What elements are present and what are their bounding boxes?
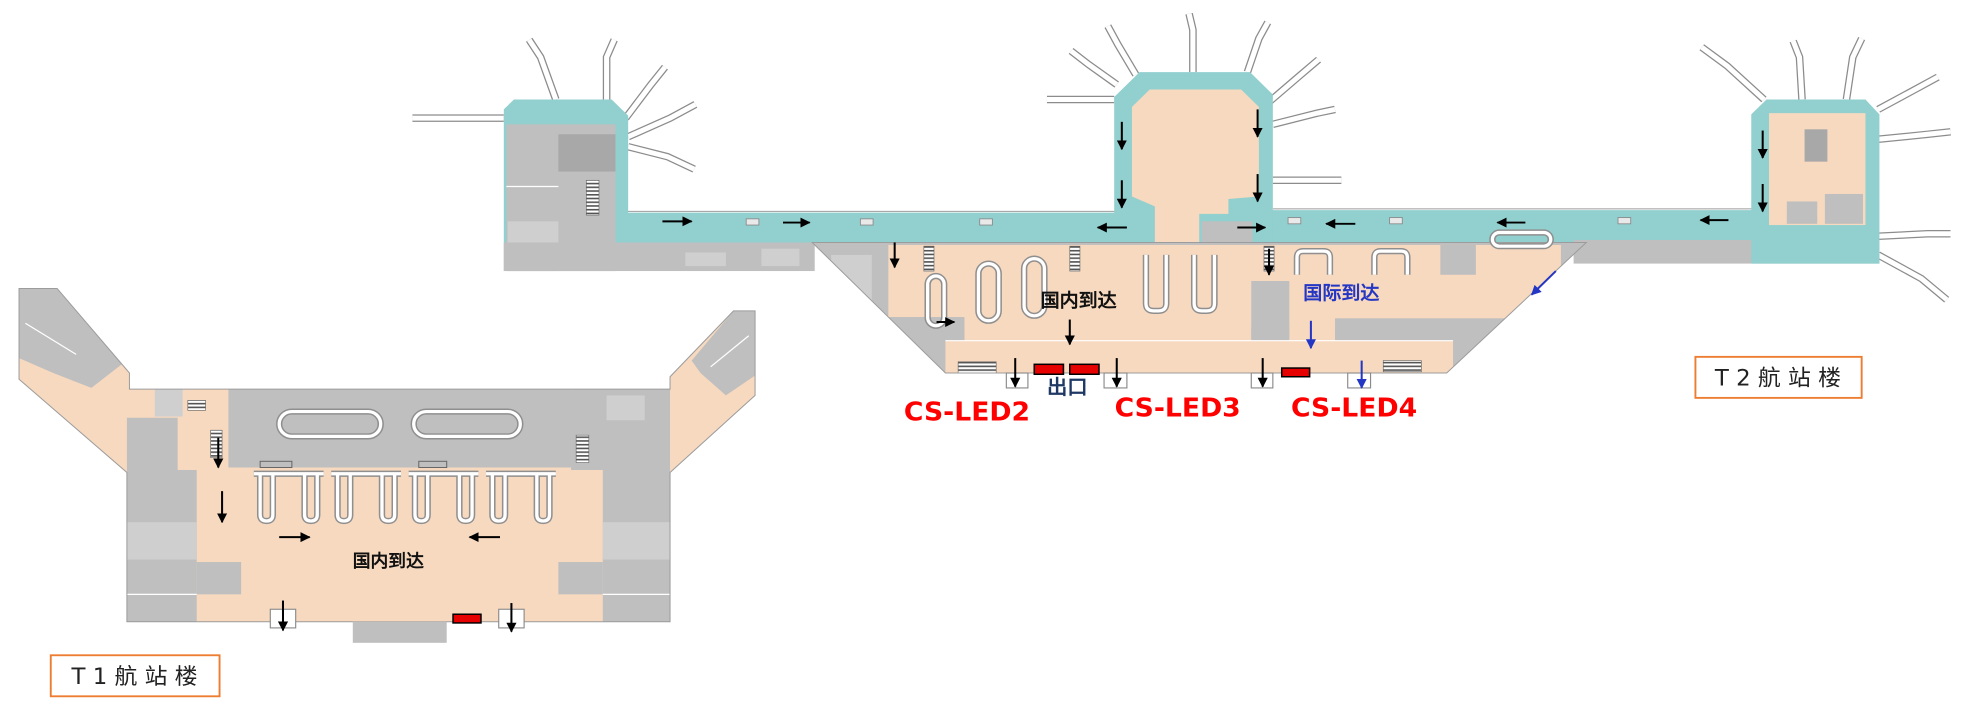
t2-exit-stairs <box>957 361 997 374</box>
t1-counter <box>418 460 448 469</box>
t2-hall-block <box>1335 318 1526 339</box>
t2-east-pier-room <box>1786 201 1818 224</box>
screen-label-cs-led2: CS-LED2 <box>904 398 1030 428</box>
t1-service-room <box>126 522 197 560</box>
t1-service-block <box>196 562 242 595</box>
t2-terminal-label-box <box>1694 355 1863 399</box>
led-screen-icon-cs-led3-a <box>1069 363 1100 376</box>
t2-gate-door <box>1617 217 1632 225</box>
led-screen-icon-cs-led2-a <box>1033 363 1065 376</box>
t2-west-escalator <box>585 179 600 216</box>
t1-domestic-arrival-label: 国内到达 <box>353 551 424 572</box>
t1-counter <box>259 460 293 469</box>
terminal-2: 国内到达 国际到达 出口 CS-LED2 CS-LED3 CS-LED4 T 2… <box>412 14 1950 428</box>
t2-exit-stairs <box>1382 360 1422 373</box>
t1-escalator <box>210 429 223 458</box>
t2-arrival-hall-outline <box>810 241 1588 374</box>
t2-service-room <box>761 248 800 267</box>
t2-west-corridor <box>615 212 1124 244</box>
t2-west-apron-edge <box>625 124 1117 212</box>
t1-service-room <box>154 389 183 417</box>
international-arrow-icon <box>1531 270 1557 296</box>
t1-service-room <box>606 395 645 421</box>
t2-west-pier-room <box>558 134 616 172</box>
t2-exit-door <box>1005 372 1029 389</box>
t1-service-block <box>558 562 603 595</box>
t1-east-wing-block <box>691 310 756 396</box>
t2-escalator <box>923 245 935 272</box>
t1-escalator <box>187 400 206 411</box>
t2-international-arrival-label: 国际到达 <box>1303 282 1379 305</box>
t2-gate-door <box>979 218 993 226</box>
t2-east-pier-room <box>1804 129 1828 162</box>
t2-east-corridor <box>1262 210 1758 243</box>
t2-center-pier-hall <box>1131 89 1259 249</box>
t2-service-room <box>685 252 726 267</box>
t2-hall-room <box>831 254 872 305</box>
t2-hall-passage <box>964 325 1252 342</box>
t1-escalator <box>575 434 590 463</box>
screen-label-cs-led4: CS-LED4 <box>1291 394 1417 424</box>
t2-exit-concourse <box>945 340 1454 374</box>
t2-gate-door <box>1287 217 1302 225</box>
t1-wing-divider <box>710 335 750 368</box>
t2-hall-block <box>1440 244 1476 275</box>
t2-exit-door <box>1103 372 1128 389</box>
t2-gate-door <box>1389 217 1403 225</box>
t1-forecourt-block <box>352 621 447 643</box>
t1-building-outline <box>18 287 756 623</box>
t2-hall-passage <box>1289 325 1336 342</box>
led-screen-icon-t1 <box>452 613 482 624</box>
t2-hall-block <box>1251 281 1290 339</box>
terminal-1: 国内到达 T 1 航 站 楼 <box>18 287 756 698</box>
screen-label-cs-led3: CS-LED3 <box>1115 394 1241 424</box>
t2-east-pier-room <box>1824 193 1863 224</box>
t1-baggage-hall-block <box>228 389 572 468</box>
t2-gate-door <box>859 218 874 226</box>
t1-service-block <box>126 417 178 470</box>
t1-terminal-label-box <box>49 654 221 698</box>
t2-escalator <box>1069 245 1081 272</box>
t2-exit-door <box>1347 372 1372 389</box>
t2-domestic-arrival-label: 国内到达 <box>1041 289 1117 312</box>
t2-terminal-label: T 2 航 站 楼 <box>1714 366 1841 392</box>
t2-exit-label: 出口 <box>1047 375 1088 399</box>
t1-terminal-label: T 1 航 站 楼 <box>70 664 197 690</box>
t1-wing-divider <box>25 322 77 355</box>
t1-west-wing-block <box>19 288 122 388</box>
t2-gate-door <box>745 218 760 226</box>
t1-service-room <box>602 522 671 560</box>
t1-building <box>19 288 756 622</box>
led-screen-icon-cs-led4 <box>1280 367 1311 378</box>
